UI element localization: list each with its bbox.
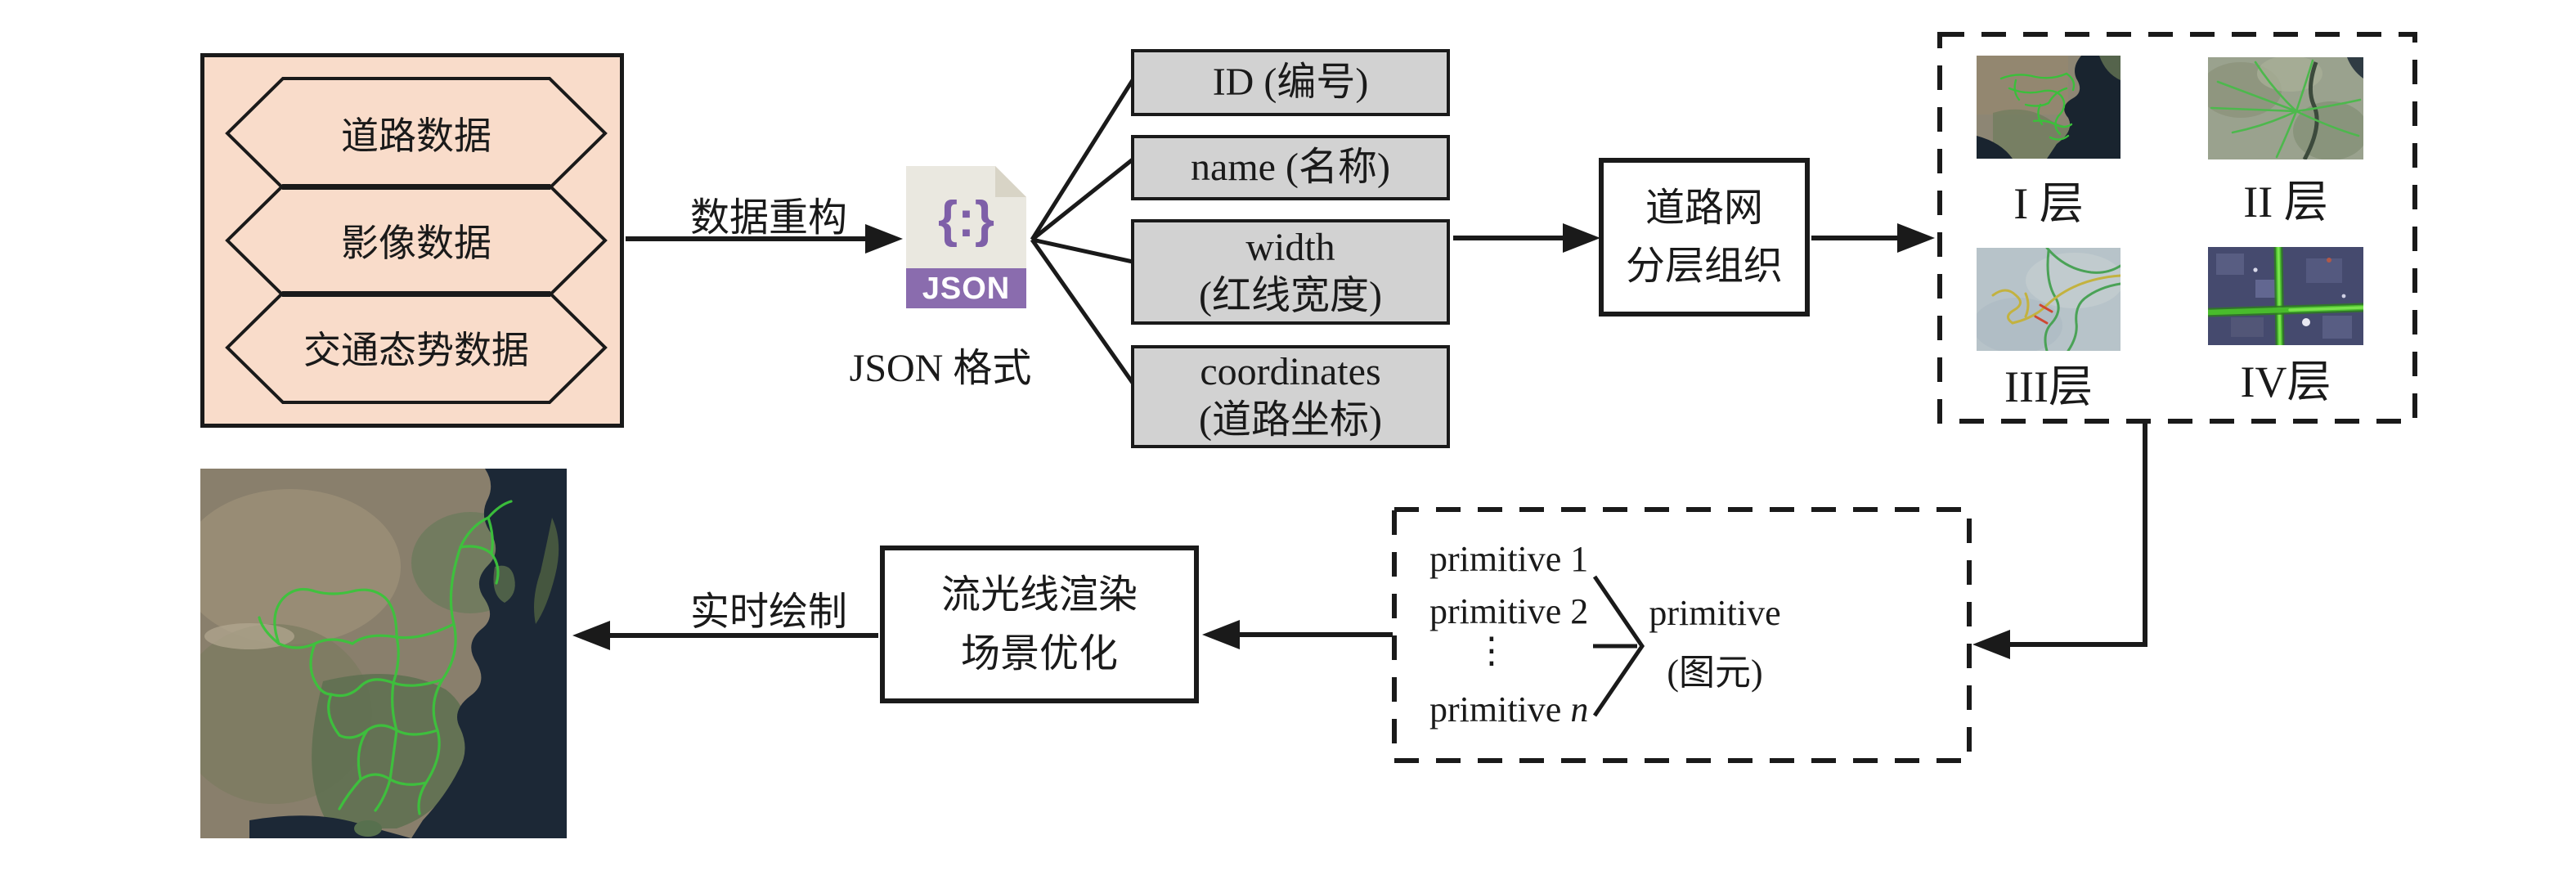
attribute-box-coordinates: coordinates (道路坐标) [1131,345,1450,448]
attribute-box-width: width (红线宽度) [1131,219,1450,325]
render-box-line2: 场景优化 [960,631,1118,676]
reconstruct-arrow-label: 数据重构 [689,196,847,240]
layer2-label: II 层 [2243,177,2328,227]
org-box-line1: 道路网 [1645,186,1763,230]
attribute-width-label: width [1245,225,1335,269]
primitive-item-n-prefix: primitive [1429,689,1571,730]
hexagon-traffic-data-label: 交通态势数据 [303,330,529,371]
hexagon-image-data: 影像数据 [227,186,605,295]
rendered-map-image [200,469,567,838]
layer4-label: IV层 [2240,357,2331,406]
attribute-coordinates-label: coordinates [1200,350,1381,394]
org-box-line2: 分层组织 [1625,245,1783,288]
render-box: 流光线渲染 场景优化 [880,546,1199,703]
attribute-name-label: name (名称) [1191,145,1390,189]
realtime-arrow-label: 实时绘制 [689,590,847,634]
attribute-box-name: name (名称) [1131,135,1450,200]
layer1-label: I 层 [2013,178,2084,228]
primitive-result-label: primitive [1649,593,1781,633]
arrow-layers-to-primitive-line [2005,420,2147,647]
layer1-satellite-image [1977,56,2120,159]
org-box: 道路网 分层组织 [1599,158,1810,317]
attribute-coordinates-sublabel: (道路坐标) [1199,398,1382,442]
json-file-icon [906,166,1026,308]
primitive-item-1: primitive 1 [1429,539,1589,579]
primitive-item-n-var: n [1570,689,1589,730]
layer3-satellite-image [1977,248,2120,351]
hexagon-image-data-label: 影像数据 [341,222,491,264]
primitive-item-2: primitive 2 [1429,591,1589,631]
attribute-id-label: ID (编号) [1212,60,1369,104]
layer2-satellite-image [2208,57,2363,159]
primitive-item-n: primitive n [1429,689,1588,730]
hexagon-road-data: 道路数据 [227,79,605,188]
primitive-ellipsis: ⋮ [1474,630,1510,671]
layer3-label: III层 [2004,361,2093,411]
attribute-width-sublabel: (红线宽度) [1199,273,1382,317]
layer4-satellite-image [2208,247,2363,345]
json-format-caption: JSON 格式 [849,347,1032,390]
primitive-result-sublabel: (图元) [1667,653,1763,693]
attribute-box-id: ID (编号) [1131,49,1450,116]
json-braces-icon: {:} [938,191,994,248]
render-box-line1: 流光线渲染 [940,573,1138,617]
hexagon-road-data-label: 道路数据 [341,115,491,157]
json-badge-label: JSON [922,271,1011,306]
hexagon-traffic-data: 交通态势数据 [227,293,605,402]
